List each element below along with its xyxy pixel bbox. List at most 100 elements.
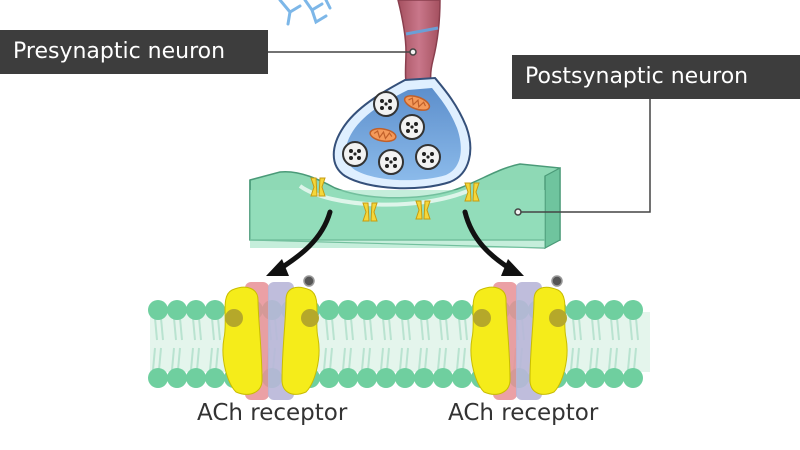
lipid-head xyxy=(376,300,396,320)
lipid-tail xyxy=(160,317,164,341)
lipid-tail xyxy=(407,317,411,341)
lipid-tail xyxy=(424,347,428,371)
lipid-tail xyxy=(329,347,333,371)
lipid-tail xyxy=(217,317,221,341)
lipid-tail xyxy=(154,317,158,341)
lipid-head xyxy=(338,300,358,320)
dendrite-branches xyxy=(278,0,332,26)
lipid-tail xyxy=(401,317,405,341)
lipid-head xyxy=(205,300,225,320)
lipid-head xyxy=(566,368,586,388)
lipid-tail xyxy=(462,347,466,371)
lipid-tail xyxy=(215,347,219,371)
lipid-tail xyxy=(608,347,612,371)
lipid-tail xyxy=(386,347,390,371)
lipid-head xyxy=(414,300,434,320)
lipid-head xyxy=(167,368,187,388)
lipid-tail xyxy=(323,347,327,371)
mitochondrion-icon xyxy=(403,95,431,111)
lipid-tail xyxy=(348,347,352,371)
lipid-head xyxy=(414,368,434,388)
lipid-tail xyxy=(209,347,213,371)
callout-leaders xyxy=(268,48,651,216)
lipid-head xyxy=(395,368,415,388)
lipid-tail xyxy=(158,347,162,371)
arrow-head-left-icon xyxy=(266,259,289,276)
ach-receptor-channel-left xyxy=(222,275,320,400)
lipid-tail xyxy=(614,347,618,371)
lipid-head xyxy=(186,368,206,388)
lipid-tail xyxy=(344,317,348,341)
lipid-head xyxy=(376,368,396,388)
lipid-tail xyxy=(597,317,601,341)
lipid-head xyxy=(319,368,339,388)
lipid-tail xyxy=(616,317,620,341)
postsynaptic-neuron-label: Postsynaptic neuron xyxy=(512,55,800,99)
lipid-head xyxy=(148,300,168,320)
lipid-tail xyxy=(572,317,576,341)
lipid-head xyxy=(585,368,605,388)
lipid-tail xyxy=(211,317,215,341)
lipid-tail xyxy=(458,317,462,341)
lipid-tail xyxy=(382,317,386,341)
lipid-tail xyxy=(570,347,574,371)
lipid-tail xyxy=(591,317,595,341)
lipid-head xyxy=(623,368,643,388)
lipid-tail xyxy=(380,347,384,371)
synaptic-vesicles xyxy=(342,91,441,175)
lipid-head xyxy=(395,300,415,320)
surface-receptors xyxy=(310,177,480,222)
ach-receptor-icon xyxy=(310,177,326,197)
lipid-tail xyxy=(426,317,430,341)
vesicle-icon xyxy=(378,149,404,175)
lipid-tail xyxy=(399,347,403,371)
vesicle-icon xyxy=(342,141,368,167)
lipid-head xyxy=(319,300,339,320)
lipid-tail xyxy=(192,317,196,341)
lipid-head xyxy=(357,368,377,388)
lipid-tail xyxy=(325,317,329,341)
lipid-tail xyxy=(350,317,354,341)
vesicle-icon xyxy=(399,114,425,140)
lipid-head xyxy=(167,300,187,320)
mitochondrion-icon xyxy=(369,127,397,143)
lipid-tail xyxy=(445,317,449,341)
lipid-tail xyxy=(595,347,599,371)
lipid-tail xyxy=(405,347,409,371)
lipid-tail xyxy=(627,347,631,371)
lipid-head xyxy=(433,300,453,320)
lipid-tail xyxy=(439,317,443,341)
lipid-head xyxy=(566,300,586,320)
lipid-tail xyxy=(437,347,441,371)
lipid-head xyxy=(148,368,168,388)
lipid-tail xyxy=(190,347,194,371)
lipid-tail xyxy=(177,347,181,371)
lipid-head xyxy=(585,300,605,320)
lipid-tail xyxy=(635,317,639,341)
lipid-tail xyxy=(420,317,424,341)
lipid-tail xyxy=(173,317,177,341)
lipid-tail xyxy=(152,347,156,371)
lipid-tail xyxy=(456,347,460,371)
ach-receptor-label-left: ACh receptor xyxy=(197,400,348,426)
ach-receptor-icon xyxy=(362,202,378,222)
acetylcholine-molecule-icon xyxy=(303,275,315,287)
lipid-tail xyxy=(361,347,365,371)
lipid-tail xyxy=(464,317,468,341)
lipid-head xyxy=(205,368,225,388)
vesicle-icon xyxy=(373,91,399,117)
lipid-tail xyxy=(342,347,346,371)
ach-receptor-icon xyxy=(464,182,480,202)
presynaptic-neuron-label: Presynaptic neuron xyxy=(0,30,268,74)
vesicle-icon xyxy=(415,144,441,170)
lipid-tail xyxy=(418,347,422,371)
lipid-tail xyxy=(196,347,200,371)
lipid-head xyxy=(357,300,377,320)
lipid-tail xyxy=(369,317,373,341)
lipid-tail xyxy=(198,317,202,341)
lipid-head xyxy=(338,368,358,388)
lipid-tail xyxy=(388,317,392,341)
lipid-tail xyxy=(331,317,335,341)
ach-receptor-label-right: ACh receptor xyxy=(448,400,599,426)
